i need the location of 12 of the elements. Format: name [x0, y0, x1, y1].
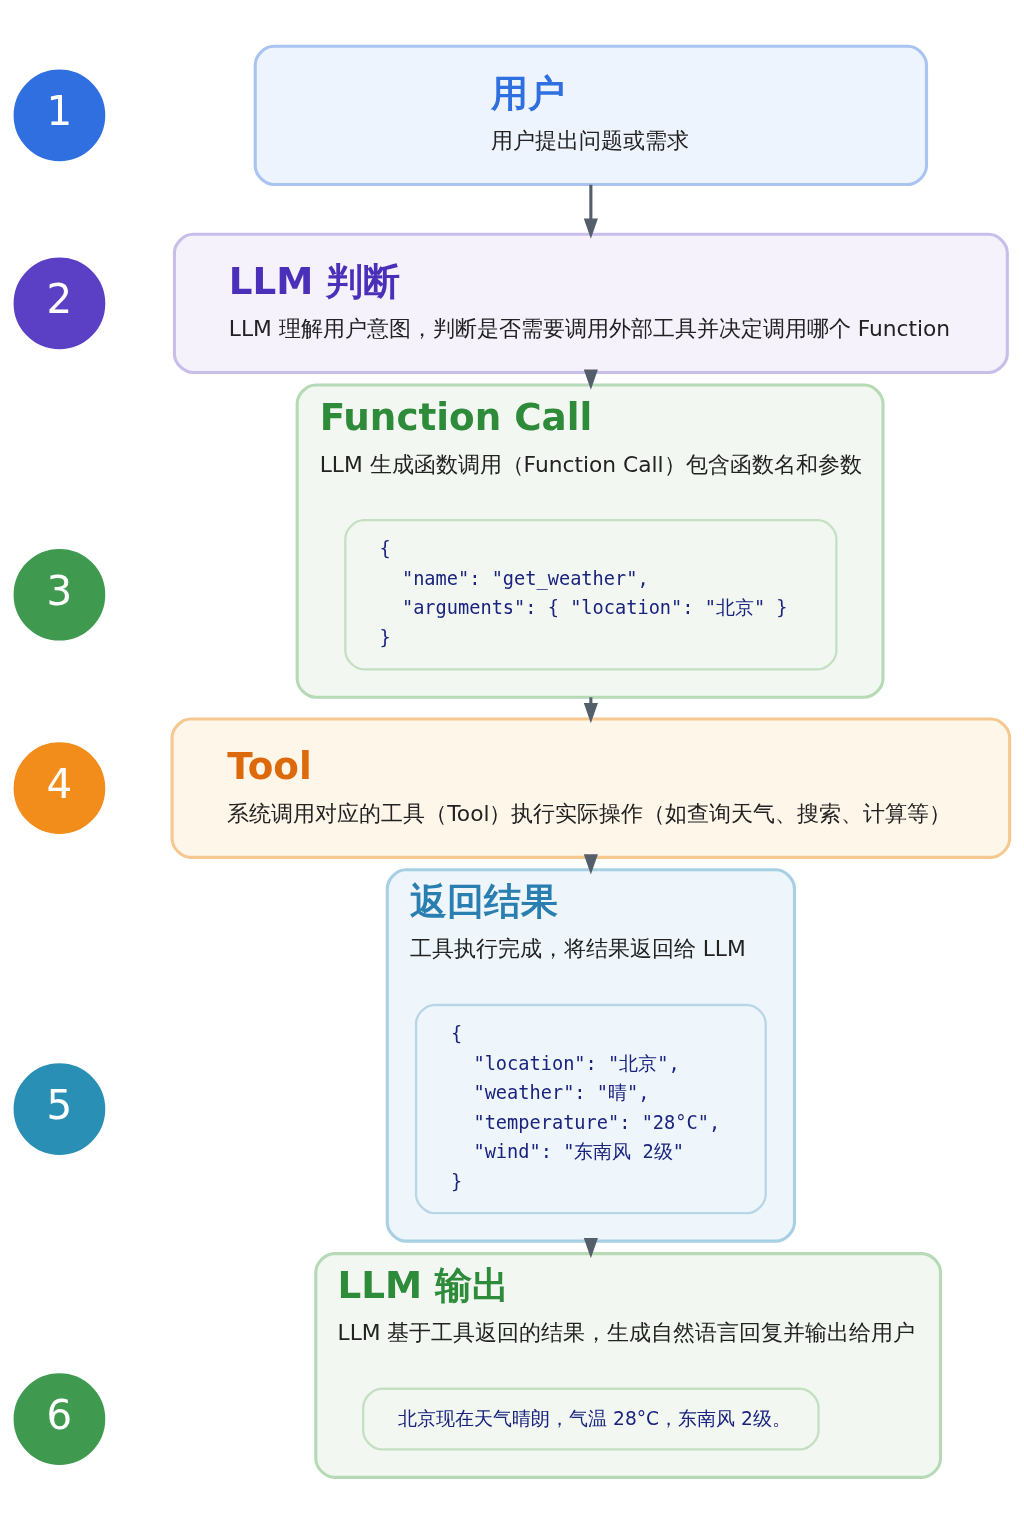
- node-circle: 1: [13, 69, 106, 162]
- node-circle: 4: [13, 742, 106, 835]
- node-box: 北京现在天气晴朗，气温 28°C，东南风 2级。: [362, 1387, 820, 1451]
- node-circle: 2: [13, 257, 106, 350]
- node-circle: 5: [13, 1063, 106, 1155]
- node-circle: 3: [13, 548, 106, 641]
- node-box: 用户 用户提出问题或需求: [253, 44, 929, 187]
- arrow: [583, 184, 598, 239]
- arrow: [583, 369, 598, 390]
- node-box: { "location": "北京", "weather": "晴", "temperature": "28°C", "wind": "东南风 2级" }: [414, 1003, 767, 1215]
- node-circle: 6: [13, 1373, 106, 1465]
- node-box: { "name": "get_weather", "arguments": { "location": "北京" } }: [344, 519, 838, 671]
